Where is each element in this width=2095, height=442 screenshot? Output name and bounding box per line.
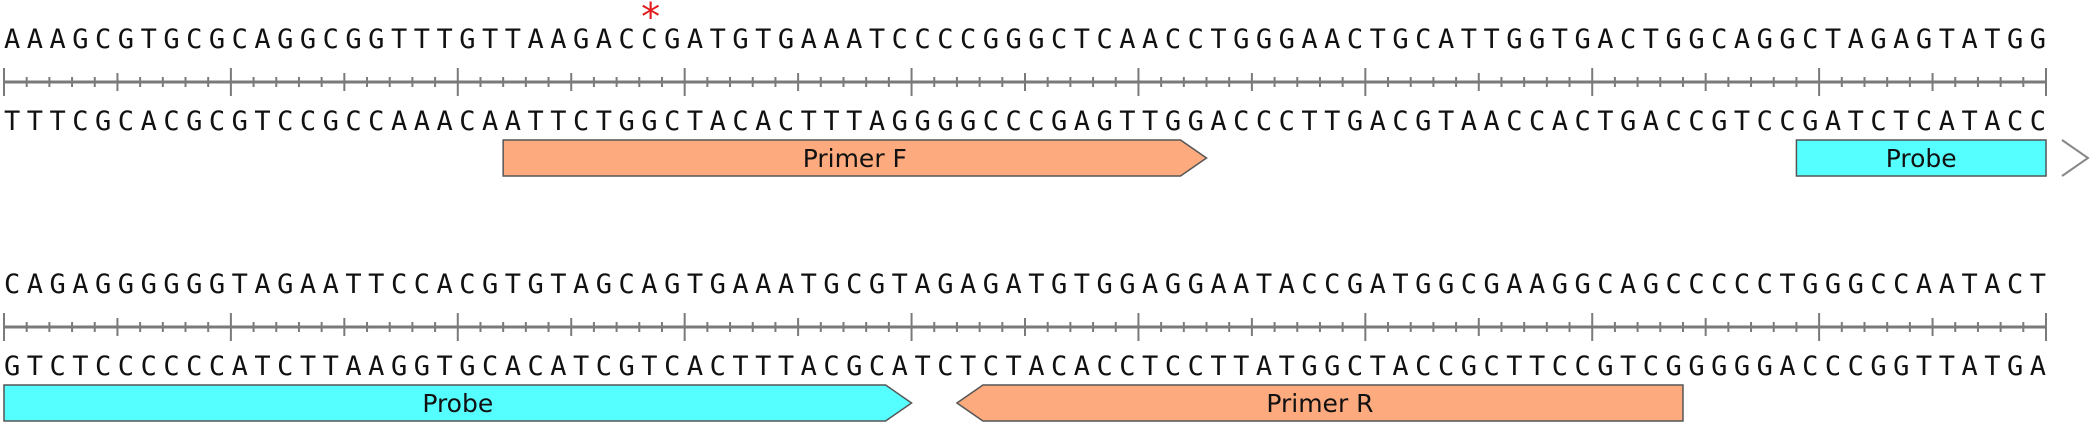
feature-arrow [3, 384, 913, 422]
bottom-strand-sequence: TTTCGCACGCGTCCGCCAAACAATTCTGGCTACACTTTAG… [4, 106, 2046, 137]
bottom-strand-sequence: GTCTCCCCCCATCTTAAGGTGCACATCGTCACTTTACGCA… [4, 351, 2046, 382]
continuation-chevron-icon [2061, 139, 2090, 177]
feature-probe: Probe [3, 384, 913, 422]
feature-probe: Probe [1795, 139, 2090, 177]
feature-label: Probe [422, 389, 493, 418]
position-ruler [3, 68, 2047, 96]
sequence-row: CAGAGGGGGGTAGAATTCCACGTGTAGCAGTGAAATGCGT… [3, 269, 2047, 422]
feature-primer-r: Primer R [955, 384, 1684, 422]
top-strand-sequence: AAAGCGTGCGCAGGCGGTTTGTTAAGACCGATGTGAAATC… [4, 24, 2046, 55]
position-ruler [3, 313, 2047, 341]
feature-box [1795, 139, 2047, 177]
feature-label: Primer F [803, 144, 907, 173]
mutation-marker: * [641, 0, 660, 39]
top-strand-sequence: CAGAGGGGGGTAGAATTCCACGTGTAGCAGTGAAATGCGT… [4, 269, 2046, 300]
feature-arrow [955, 384, 1684, 422]
feature-arrow [502, 139, 1208, 177]
feature-label: Probe [1886, 144, 1957, 173]
sequence-row: AAAGCGTGCGCAGGCGGTTTGTTAAGACCGATGTGAAATC… [3, 0, 2090, 177]
feature-label: Primer R [1266, 389, 1373, 418]
feature-primer-f: Primer F [502, 139, 1208, 177]
